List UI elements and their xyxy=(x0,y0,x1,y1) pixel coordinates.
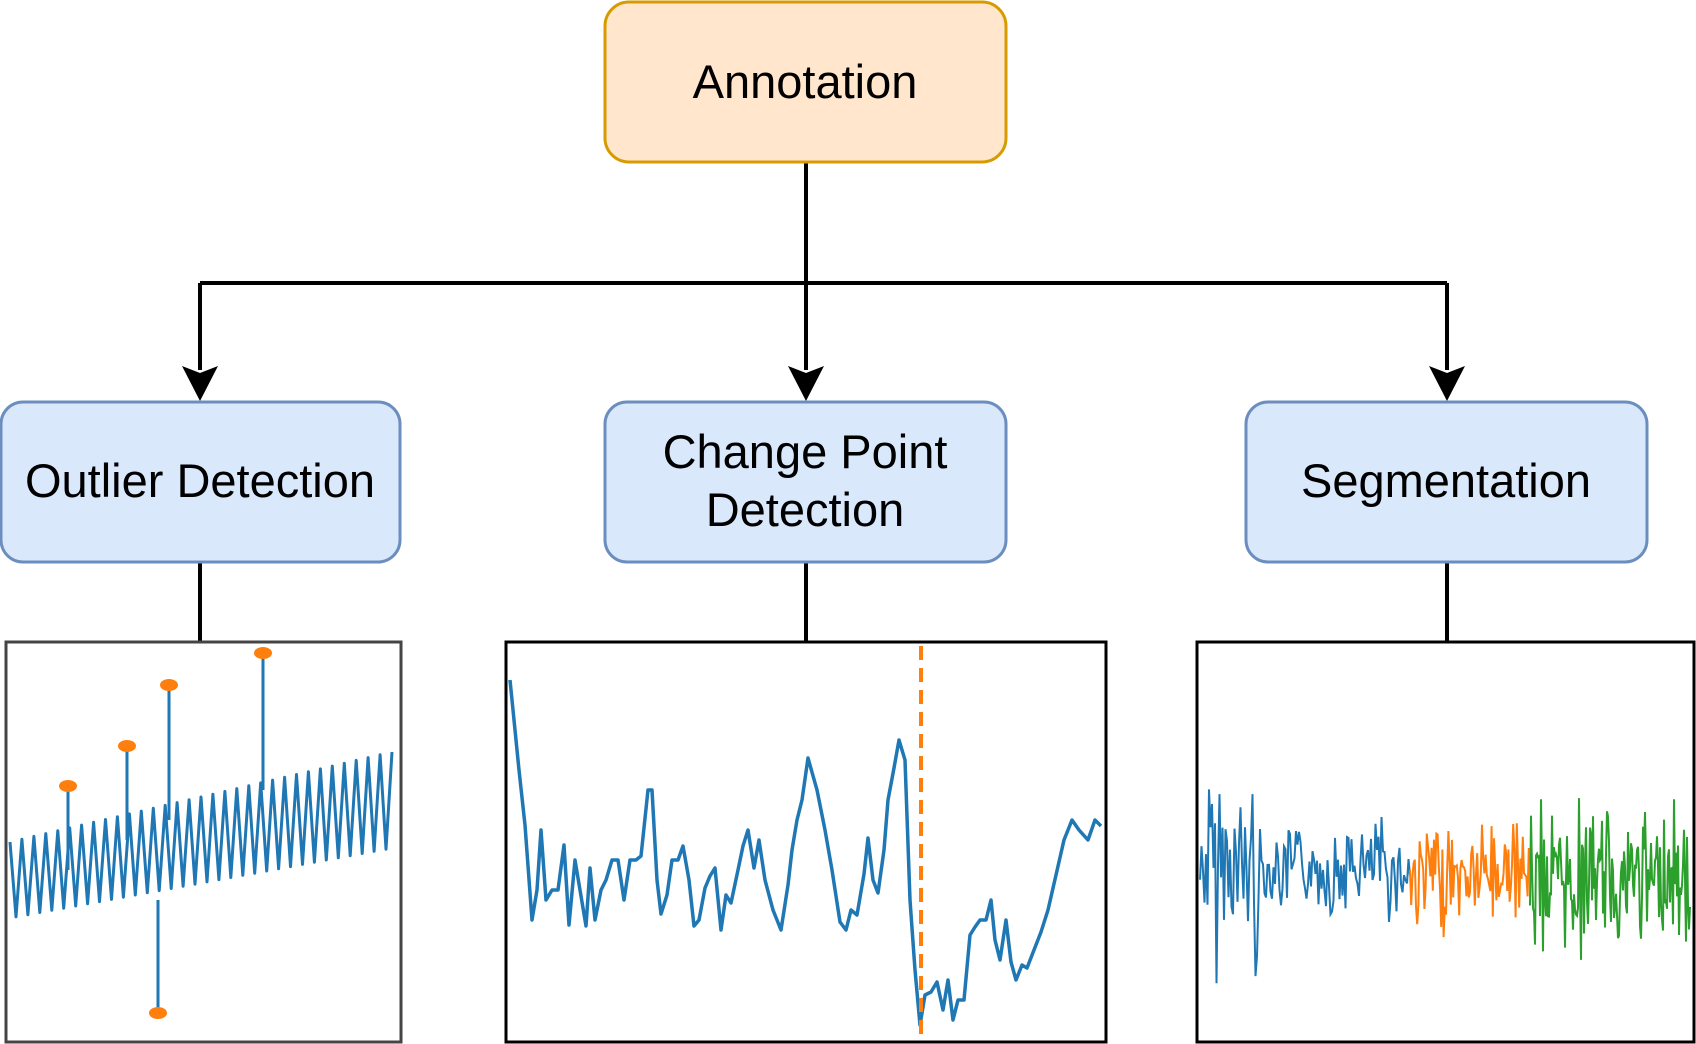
outlier-marker xyxy=(118,740,136,752)
arrowhead-right xyxy=(1429,366,1465,401)
outlier-detection-plot xyxy=(4,640,403,1044)
change-point-detection-label-line1: Change Point xyxy=(663,425,948,478)
change-point-detection-node: Change Point Detection xyxy=(603,400,1008,564)
segmentation-node: Segmentation xyxy=(1244,400,1649,564)
outlier-marker xyxy=(254,647,272,659)
change-point-plot xyxy=(504,640,1108,1044)
segment-blue-series xyxy=(1199,789,1411,984)
arrowheads xyxy=(182,366,1465,401)
outlier-marker xyxy=(59,780,77,792)
segmentation-label: Segmentation xyxy=(1301,454,1591,507)
outlier-series-line xyxy=(8,751,394,919)
outlier-marker xyxy=(160,679,178,691)
connectors xyxy=(198,163,1449,641)
annotation-node: Annotation xyxy=(603,0,1008,164)
outlier-detection-label: Outlier Detection xyxy=(25,454,375,507)
outlier-marker xyxy=(149,1007,167,1019)
arrowhead-center xyxy=(788,366,824,401)
change-point-series-line xyxy=(508,679,1103,1027)
segment-orange-series xyxy=(1409,823,1530,938)
segment-green-series xyxy=(1529,798,1691,960)
outlier-detection-node: Outlier Detection xyxy=(0,400,402,564)
change-point-detection-label-line2: Detection xyxy=(706,483,905,536)
outlier-spikes xyxy=(59,647,272,1019)
annotation-label: Annotation xyxy=(693,55,918,108)
arrowhead-left xyxy=(182,366,218,401)
segmentation-plot xyxy=(1195,640,1696,1044)
